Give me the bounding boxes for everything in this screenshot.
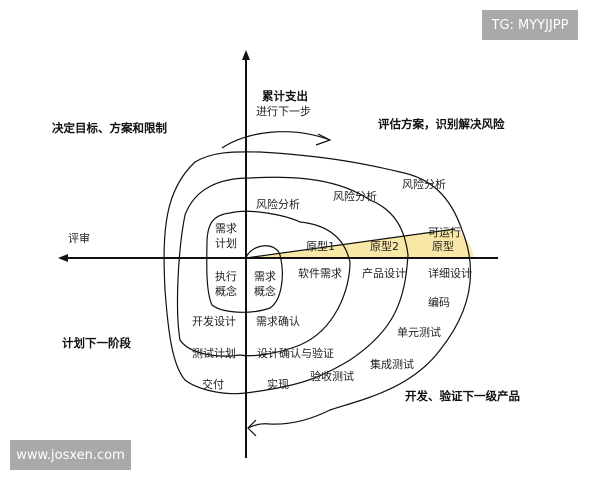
vertical-axis-arrow-icon	[242, 50, 250, 60]
label-product-design: 产品设计	[362, 266, 406, 280]
prototype-line	[245, 228, 456, 259]
watermark-top-right: TG: MYYJJPP	[482, 10, 578, 40]
axis-top-label-cumulative-cost: 累计支出	[262, 89, 308, 103]
label-design-verification: 设计确认与验证	[257, 346, 334, 360]
top-arc-arrow	[221, 131, 331, 149]
label-implementation: 实现	[267, 377, 289, 391]
label-requirement-plan-2: 计划	[215, 237, 237, 250]
label-requirement-concept-2: 概念	[254, 284, 276, 298]
top-arc-arrowhead-icon	[315, 133, 332, 146]
label-risk-analysis-2: 风险分析	[333, 189, 377, 203]
spiral-end-arrow-icon	[247, 419, 257, 437]
quadrant-top-left-title: 决定目标、方案和限制	[52, 121, 167, 135]
label-integration-test: 集成测试	[370, 357, 414, 371]
label-requirement-concept-1: 需求	[254, 270, 276, 283]
quadrant-bottom-right-title: 开发、验证下一级产品	[405, 389, 520, 403]
label-risk-analysis-3: 风险分析	[402, 177, 446, 191]
label-acceptance-test: 验收测试	[310, 369, 354, 383]
label-requirement-confirmation: 需求确认	[256, 315, 300, 328]
label-test-plan: 测试计划	[192, 347, 236, 360]
spiral-loop-2	[176, 176, 409, 394]
label-development-design: 开发设计	[192, 314, 236, 328]
watermark-bottom-left: www.josxen.com	[10, 440, 131, 470]
label-operation-concept-1: 执行	[215, 269, 237, 283]
spiral-loop-1	[206, 212, 283, 313]
axis-left-label-review: 评审	[68, 231, 90, 245]
spiral-loop-3	[163, 151, 472, 429]
label-software-requirements: 软件需求	[298, 266, 342, 280]
quadrant-top-right-title: 评估方案，识别解决风险	[378, 117, 505, 131]
label-risk-analysis-1: 风险分析	[256, 197, 300, 211]
prototype-highlight	[246, 229, 474, 258]
label-prototype-1: 原型1	[306, 239, 335, 253]
label-requirement-plan-1: 需求	[215, 222, 237, 235]
label-unit-test: 单元测试	[397, 326, 441, 339]
horizontal-axis-arrow-icon	[58, 254, 68, 262]
label-prototype-2: 原型2	[370, 239, 399, 253]
quadrant-bottom-left-title: 计划下一阶段	[62, 336, 131, 350]
label-operational-prototype-2: 原型	[432, 239, 454, 253]
label-detailed-design: 详细设计	[428, 266, 472, 280]
label-operation-concept-2: 概念	[215, 284, 237, 298]
label-operational-prototype-1: 可运行	[428, 226, 461, 239]
label-coding: 编码	[428, 295, 450, 309]
label-delivery: 交付	[202, 377, 224, 391]
axis-top-label-next-step: 进行下一步	[256, 105, 311, 118]
